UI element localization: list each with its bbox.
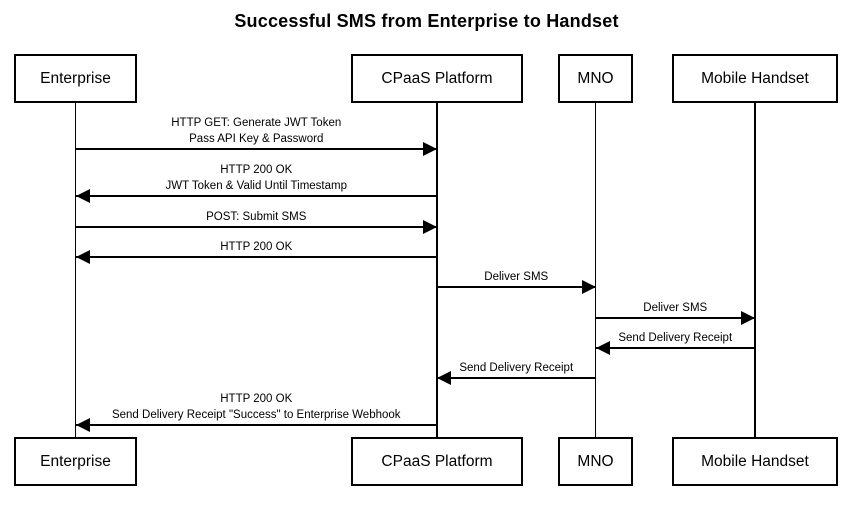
message-label-line: POST: Submit SMS <box>206 211 307 223</box>
lifeline-cpaas-platform <box>436 103 438 437</box>
message-label-line: Send Delivery Receipt "Success" to Enter… <box>111 409 401 421</box>
message-label-line: Send Delivery Receipt <box>618 332 733 344</box>
actor-label-cpaas-platform: CPaaS Platform <box>381 69 493 87</box>
arrowhead-right-icon <box>423 220 437 234</box>
message-label-line: HTTP GET: Generate JWT Token <box>171 117 342 129</box>
message-label-5: Deliver SMS <box>643 300 707 316</box>
message-label-3: HTTP 200 OK <box>220 239 292 255</box>
actor-box-bottom-cpaas-platform: CPaaS Platform <box>351 437 523 486</box>
arrowhead-left-icon <box>595 341 610 355</box>
diagram-title: Successful SMS from Enterprise to Handse… <box>234 11 619 31</box>
message-line-0-enterprise-to-cpaas-platform <box>75 148 437 150</box>
message-label-line: Send Delivery Receipt <box>459 362 574 374</box>
actor-label-enterprise: Enterprise <box>40 452 111 470</box>
message-line-1-cpaas-platform-to-enterprise <box>75 195 437 197</box>
actor-box-top-cpaas-platform: CPaaS Platform <box>351 54 523 103</box>
message-label-line: HTTP 200 OK <box>220 393 293 405</box>
message-label-line: Pass API Key & Password <box>189 133 324 145</box>
arrowhead-right-icon <box>423 142 437 156</box>
message-line-2-enterprise-to-cpaas-platform <box>75 226 437 228</box>
actor-label-enterprise: Enterprise <box>40 69 111 87</box>
actor-box-bottom-enterprise: Enterprise <box>14 437 137 486</box>
actor-box-bottom-mno: MNO <box>558 437 633 486</box>
message-line-7-mno-to-cpaas-platform <box>437 377 596 379</box>
message-line-4-cpaas-platform-to-mno <box>437 286 596 288</box>
message-line-8-cpaas-platform-to-enterprise <box>75 424 437 426</box>
message-line-6-mobile-handset-to-mno <box>595 347 755 349</box>
message-label-line: JWT Token & Valid Until Timestamp <box>165 180 348 192</box>
lifeline-enterprise <box>74 103 77 437</box>
message-label-line: Deliver SMS <box>484 271 549 283</box>
arrowhead-left-icon <box>75 418 90 432</box>
actor-label-cpaas-platform: CPaaS Platform <box>381 452 493 470</box>
message-label-6: Send Delivery Receipt <box>618 330 732 346</box>
message-label-7: Send Delivery Receipt <box>459 360 573 376</box>
message-label-line: Deliver SMS <box>643 302 708 314</box>
message-label-2: POST: Submit SMS <box>206 209 306 225</box>
actor-label-mobile-handset: Mobile Handset <box>701 452 809 470</box>
arrowhead-right-icon <box>741 311 755 325</box>
actor-label-mno: MNO <box>577 69 614 87</box>
message-line-5-mno-to-mobile-handset <box>595 317 755 319</box>
actor-label-mno: MNO <box>577 452 614 470</box>
message-line-3-cpaas-platform-to-enterprise <box>75 256 437 258</box>
arrowhead-left-icon <box>437 371 451 385</box>
actor-box-top-mobile-handset: Mobile Handset <box>672 54 838 103</box>
actor-label-mobile-handset: Mobile Handset <box>701 69 809 87</box>
actor-box-bottom-mobile-handset: Mobile Handset <box>672 437 838 486</box>
message-label-8: HTTP 200 OK Send Delivery Receipt "Succes… <box>112 391 401 423</box>
actor-box-top-enterprise: Enterprise <box>14 54 137 103</box>
actor-box-top-mno: MNO <box>558 54 633 103</box>
message-label-line: HTTP 200 OK <box>220 164 293 176</box>
arrowhead-left-icon <box>75 189 90 203</box>
lifeline-mobile-handset <box>754 103 756 437</box>
lifeline-mno <box>594 103 597 437</box>
arrowhead-left-icon <box>75 250 90 264</box>
message-label-line: HTTP 200 OK <box>220 241 293 253</box>
message-label-4: Deliver SMS <box>484 269 548 285</box>
arrowhead-right-icon <box>581 280 596 294</box>
message-label-1: HTTP 200 OK JWT Token & Valid Until Times… <box>165 162 347 194</box>
